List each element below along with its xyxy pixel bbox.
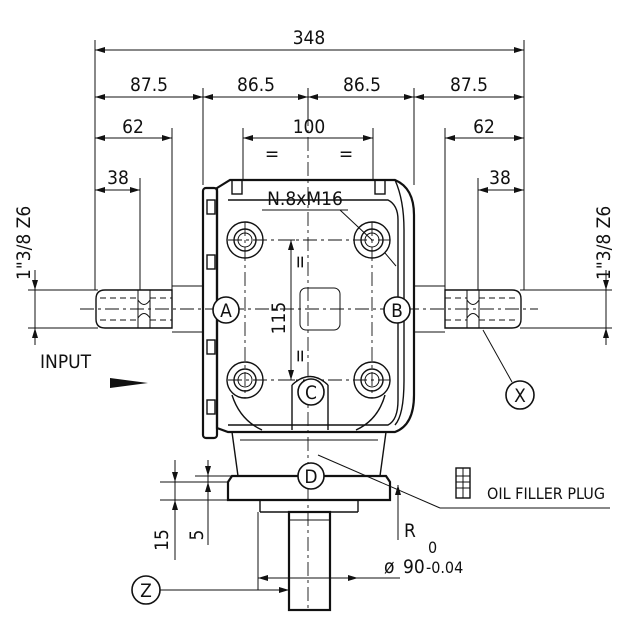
tolerance-upper: 0	[428, 538, 437, 557]
equal-mark-top-left: =	[265, 143, 279, 165]
svg-text:A: A	[220, 300, 232, 322]
bolt-spec-callout: N.8xM16	[262, 188, 397, 267]
svg-text:X: X	[514, 385, 526, 407]
svg-text:Z: Z	[140, 580, 152, 602]
top-dimensions: 348 87.5 86.5 86.5 87.5 62 62 100 = =	[94, 27, 525, 290]
callout-d: D	[297, 462, 325, 490]
tolerance-lower: -0.04	[426, 558, 463, 577]
input-label: INPUT	[40, 351, 92, 373]
bolt-spec-label: N.8xM16	[267, 188, 343, 210]
callout-a: A	[212, 296, 240, 324]
oil-filler-label: OIL FILLER PLUG	[487, 484, 605, 503]
callout-x: X	[482, 329, 535, 410]
equal-mark-top-right: =	[339, 143, 353, 165]
shaft-right	[414, 285, 522, 333]
dim-62-left: 62	[122, 116, 144, 138]
callout-z: Z	[131, 575, 289, 605]
spline-dimensions: 1"3/8 Z6 1"3/8 Z6	[13, 206, 615, 345]
input-arrow-icon	[110, 378, 148, 388]
equal-mark-vertical-bottom: =	[289, 349, 311, 363]
dim-5: 5	[186, 530, 208, 541]
dim-115-group: 115 = =	[268, 239, 311, 381]
callout-b: B	[383, 296, 411, 324]
diameter-value: 90	[403, 556, 425, 578]
dim-62-right: 62	[473, 116, 495, 138]
callout-c: C	[297, 378, 325, 406]
dim-348: 348	[293, 27, 326, 49]
spline-label-right: 1"3/8 Z6	[593, 206, 615, 280]
spline-label-left: 1"3/8 Z6	[13, 206, 35, 280]
svg-text:B: B	[391, 300, 403, 322]
svg-text:C: C	[305, 382, 317, 404]
flange-dimensions: 15 5	[151, 460, 232, 560]
dim-115: 115	[268, 302, 290, 335]
dim-100: 100	[293, 116, 326, 138]
dim-15: 15	[151, 529, 173, 551]
dim-86-5-right: 86.5	[343, 74, 381, 96]
equal-mark-vertical-top: =	[289, 255, 311, 269]
radius-label: R	[404, 520, 416, 542]
dim-87-5-left: 87.5	[130, 74, 168, 96]
input-indicator: INPUT	[40, 351, 148, 388]
diameter-dimension: R ø 90 0 -0.04	[257, 485, 463, 590]
oil-filler-plug: OIL FILLER PLUG	[317, 454, 610, 509]
dim-38-right: 38	[489, 167, 511, 189]
gearbox-housing	[201, 178, 416, 477]
diameter-symbol: ø	[384, 556, 394, 578]
dim-86-5-left: 86.5	[237, 74, 275, 96]
dim-87-5-right: 87.5	[450, 74, 488, 96]
svg-text:D: D	[304, 466, 317, 488]
dim-38-left: 38	[107, 167, 129, 189]
